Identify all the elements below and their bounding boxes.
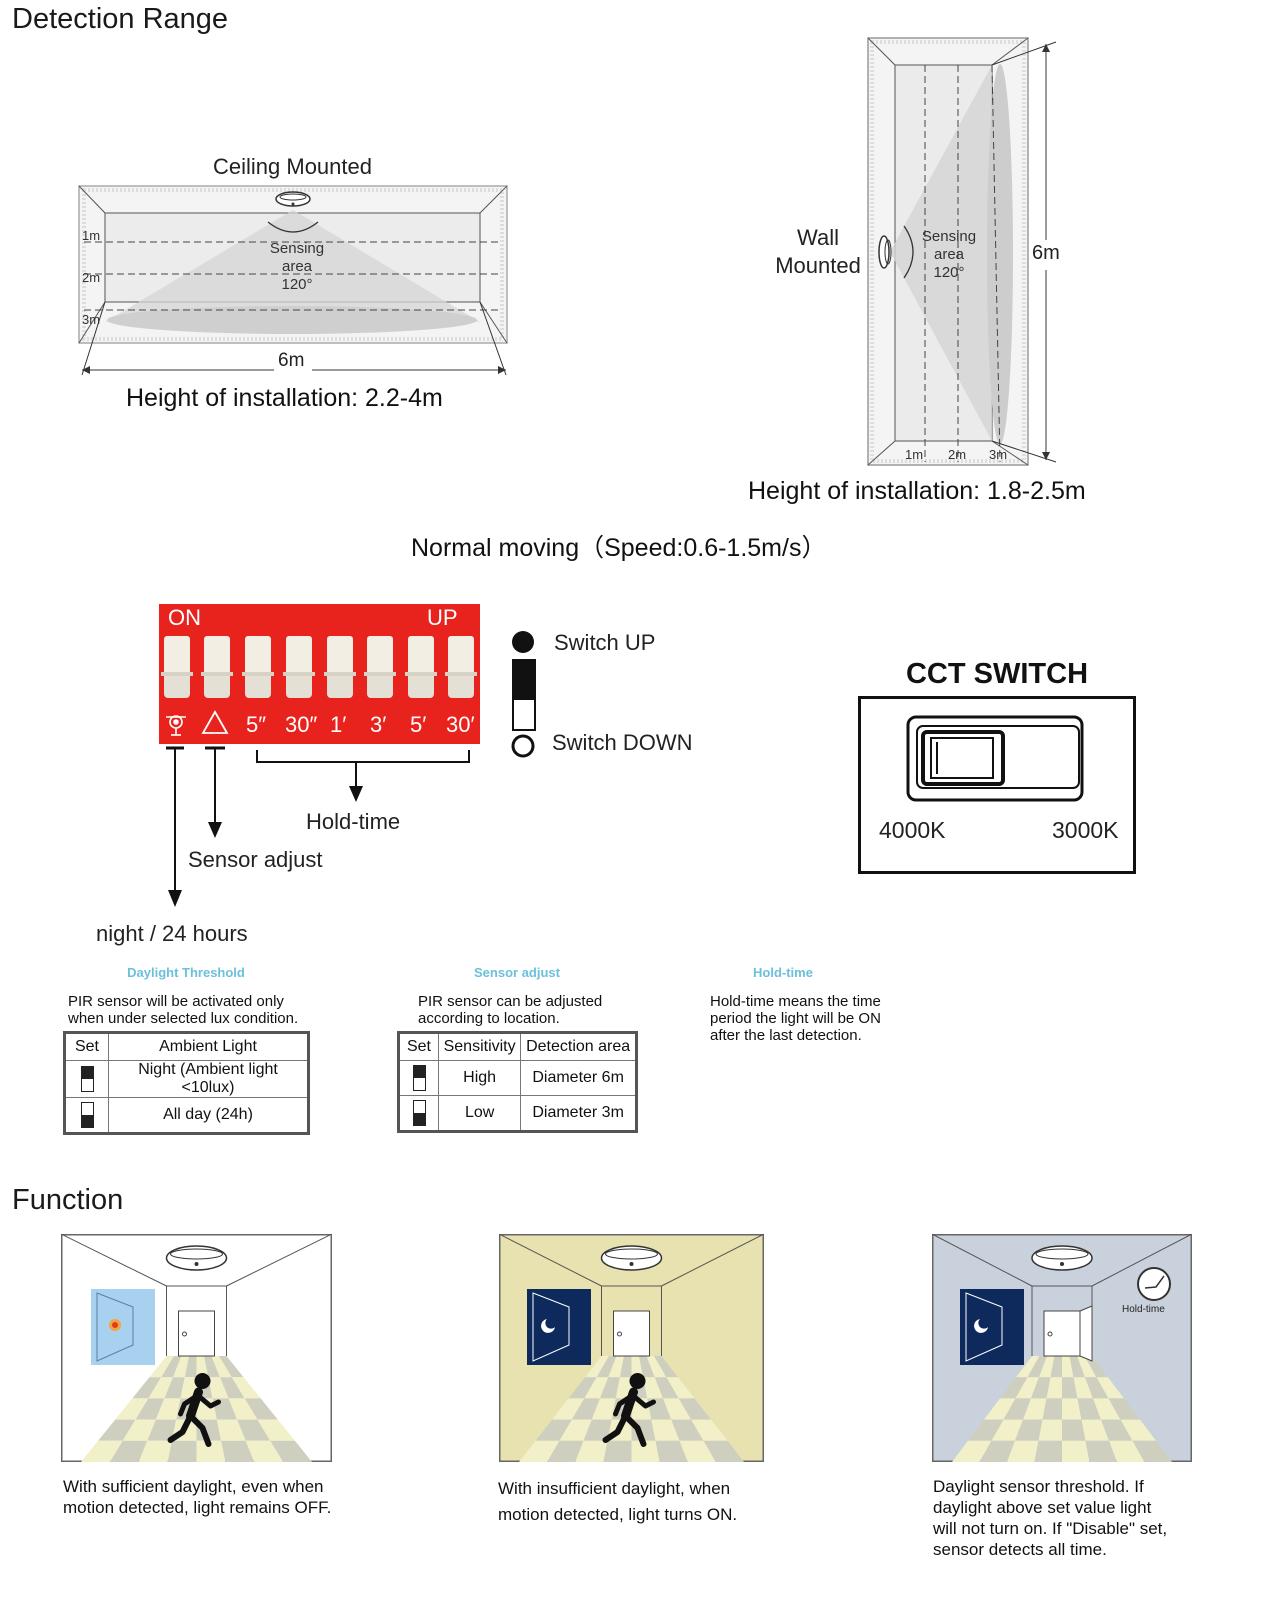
dip-key-6[interactable]: [364, 636, 396, 698]
function-scene-3: [932, 1234, 1192, 1462]
dip-key-5[interactable]: [324, 636, 356, 698]
dip-key-3[interactable]: [242, 636, 274, 698]
detection-range-title: Detection Range: [12, 3, 229, 35]
hold-label-3: 1′: [330, 712, 347, 737]
switch-down-icon: [412, 1100, 426, 1126]
hold-label-2: 30″: [285, 712, 318, 737]
hold-time-label: Hold-time: [306, 809, 401, 834]
cct-switch-slider[interactable]: [905, 714, 1087, 804]
ceiling-sensing-area: Sensing area 120°: [269, 240, 325, 293]
table-row: Low Diameter 3m: [398, 1095, 637, 1132]
ceiling-height-text: Height of installation: 2.2-4m: [126, 384, 443, 412]
cct-4000k-label: 4000K: [879, 817, 946, 843]
daylight-threshold-heading: Daylight Threshold: [127, 965, 245, 980]
switch-up-icon: [80, 1066, 94, 1092]
table-header: Set: [398, 1032, 439, 1061]
switch-legend-graphic: [511, 631, 536, 758]
wall-mark-1m: 1m: [905, 447, 924, 462]
dip-key-8[interactable]: [445, 636, 477, 698]
hold-time-desc: Hold-time means the time period the ligh…: [710, 993, 881, 1044]
cct-switch-title: CCT SWITCH: [905, 658, 1089, 690]
hold-label-4: 3′: [370, 712, 387, 737]
caption-sufficient-daylight: With sufficient daylight, even when moti…: [63, 1477, 332, 1517]
daylight-sensor-icon: [166, 715, 186, 736]
wall-mark-3m: 3m: [989, 447, 1008, 462]
dip-key-2[interactable]: [201, 636, 233, 698]
ceiling-mounted-title: Ceiling Mounted: [213, 154, 372, 179]
sensor-adjust-desc: PIR sensor can be adjusted according to …: [418, 993, 603, 1027]
wall-sensing-area: Sensing area 120°: [921, 228, 977, 281]
night-24h-label: night / 24 hours: [96, 921, 248, 946]
hold-label-5: 5′: [410, 712, 427, 737]
dip-key-7[interactable]: [405, 636, 437, 698]
table-header: Detection area: [520, 1032, 637, 1061]
function-title: Function: [12, 1184, 124, 1216]
ceiling-mark-1m: 1m: [82, 228, 101, 243]
table-row: All day (24h): [64, 1097, 309, 1134]
dip-on-label: ON: [168, 605, 201, 630]
legend-switch-up: Switch UP: [554, 630, 656, 655]
table-header: Ambient Light: [108, 1032, 309, 1061]
wall-height-text: Height of installation: 1.8-2.5m: [748, 477, 1086, 505]
ceiling-mounted-diagram: [78, 185, 508, 380]
wall-mounted-title: Wall Mounted: [775, 225, 861, 278]
cct-3000k-label: 3000K: [1052, 817, 1119, 843]
caption-daylight-threshold: Daylight sensor threshold. If daylight a…: [933, 1477, 1168, 1559]
wall-mark-2m: 2m: [948, 447, 967, 462]
wall-mounted-diagram: [867, 37, 1064, 466]
dip-icons: [166, 710, 229, 736]
table-header: Sensitivity: [437, 1032, 522, 1061]
switch-down-icon: [80, 1102, 94, 1128]
ceiling-width-label: 6m: [278, 350, 305, 371]
wall-height-label: 6m: [1032, 242, 1060, 264]
daylight-threshold-desc: PIR sensor will be activated only when u…: [68, 993, 299, 1027]
sensor-triangle-icon: [201, 710, 229, 734]
table-row: High Diameter 6m: [398, 1060, 637, 1096]
caption-insufficient-daylight: With insufficient daylight, when motion …: [498, 1479, 738, 1524]
table-row: Night (Ambient light <10lux): [64, 1060, 309, 1098]
function-scene-2: [499, 1234, 764, 1462]
sensor-adjust-heading: Sensor adjust: [474, 965, 560, 980]
hold-time-heading: Hold-time: [753, 965, 813, 980]
function-scene-1: [61, 1234, 332, 1462]
sensor-adjust-table: Set Sensitivity Detection area High Diam…: [397, 1031, 638, 1133]
dip-key-4[interactable]: [283, 636, 315, 698]
table-header: Set: [64, 1032, 109, 1061]
dip-arrows: [166, 746, 470, 907]
ceiling-mark-3m: 3m: [82, 312, 101, 327]
cct-switch-box: [858, 696, 1136, 874]
dip-up-label: UP: [427, 605, 458, 630]
switch-up-icon: [412, 1065, 426, 1091]
hold-label-1: 5″: [246, 712, 267, 737]
ceiling-mark-2m: 2m: [82, 270, 101, 285]
hold-label-6: 30′: [446, 712, 475, 737]
dip-key-1[interactable]: [161, 636, 193, 698]
speed-text: Normal moving（Speed:0.6-1.5m/s）: [411, 534, 827, 562]
daylight-threshold-table: Set Ambient Light Night (Ambient light <…: [63, 1031, 310, 1135]
sensor-adjust-label: Sensor adjust: [188, 847, 323, 872]
hold-time-clock-label: Hold-time: [1122, 1304, 1165, 1315]
legend-switch-down: Switch DOWN: [552, 730, 693, 755]
